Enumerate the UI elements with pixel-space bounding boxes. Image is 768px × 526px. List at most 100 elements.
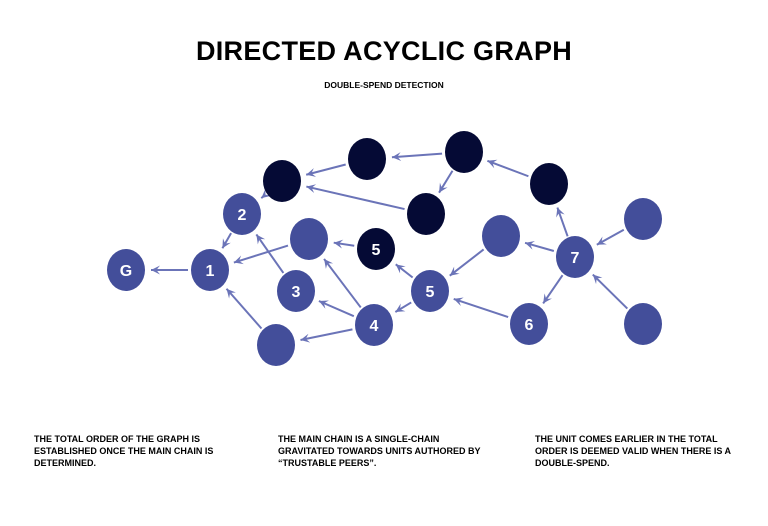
unit-node: 7 — [556, 236, 594, 278]
edge-line — [453, 297, 509, 318]
arrowhead-icon — [324, 258, 334, 269]
unit-node — [482, 215, 520, 257]
edge-arrow — [453, 297, 509, 318]
unit-node — [290, 218, 328, 260]
node-circle — [482, 215, 520, 257]
note-main-chain: THE MAIN CHAIN IS A SINGLE-CHAIN GRAVITA… — [278, 434, 481, 468]
edge-arrow — [151, 265, 188, 275]
edge-arrow — [300, 328, 353, 343]
unit-node: 4 — [355, 304, 393, 346]
double-spend-node — [445, 131, 483, 173]
node-circle — [223, 193, 261, 235]
arrowhead-icon — [449, 266, 460, 276]
double-spend-node — [407, 193, 445, 235]
node-label: 7 — [571, 250, 580, 267]
arrowhead-icon — [453, 297, 464, 307]
node-circle — [263, 160, 301, 202]
double-spend-node — [263, 160, 301, 202]
node-circle — [624, 198, 662, 240]
edge-line — [300, 328, 353, 341]
node-label: 2 — [238, 207, 247, 224]
node-label: 4 — [370, 318, 379, 335]
edge-line — [487, 159, 529, 178]
edge-line — [306, 185, 405, 211]
node-circle — [191, 249, 229, 291]
edge-arrow — [233, 244, 289, 265]
edge-arrow — [592, 273, 629, 310]
node-circle — [355, 304, 393, 346]
arrowhead-icon — [487, 159, 498, 169]
node-circle — [107, 249, 145, 291]
arrowhead-icon — [592, 274, 603, 285]
node-label: 5 — [426, 284, 435, 301]
edge-arrow — [225, 288, 263, 330]
edge-arrow — [524, 240, 555, 252]
unit-node — [257, 324, 295, 366]
node-label: 1 — [206, 263, 215, 280]
edge-arrow — [394, 301, 412, 313]
arrowhead-icon — [439, 182, 448, 193]
edge-arrow — [255, 233, 285, 274]
node-circle — [445, 131, 483, 173]
edge-arrow — [487, 159, 529, 178]
arrowhead-icon — [256, 234, 266, 245]
node-circle — [357, 228, 395, 270]
double-spend-node: 5 — [357, 228, 395, 270]
edge-line — [233, 244, 289, 264]
edge-arrow — [323, 258, 362, 309]
node-circle — [290, 218, 328, 260]
arrowhead-icon — [596, 236, 607, 245]
arrowhead-icon — [395, 264, 406, 274]
edge-line — [305, 163, 346, 176]
page-subtitle: DOUBLE-SPEND DETECTION — [324, 80, 444, 90]
arrowhead-icon — [333, 239, 344, 249]
edge-line — [449, 248, 485, 277]
arrowhead-icon — [318, 300, 329, 309]
edge-arrow — [596, 228, 625, 246]
node-circle — [556, 236, 594, 278]
edge-line — [542, 274, 564, 304]
arrowhead-icon — [222, 238, 231, 249]
edge-arrow — [318, 300, 355, 318]
page-title: DIRECTED ACYCLIC GRAPH — [195, 36, 573, 66]
node-circle — [510, 303, 548, 345]
edge-arrow — [305, 163, 346, 177]
edge-line — [323, 258, 362, 309]
unit-node — [624, 198, 662, 240]
note-total-order: THE TOTAL ORDER OF THE GRAPH IS ESTABLIS… — [34, 434, 214, 468]
node-label: G — [120, 263, 132, 280]
node-circle — [348, 138, 386, 180]
unit-node: 2 — [223, 193, 261, 235]
edge-arrow — [438, 170, 454, 194]
arrowhead-icon — [525, 240, 535, 250]
node-label: 6 — [525, 317, 534, 334]
unit-node: 6 — [510, 303, 548, 345]
node-circle — [411, 270, 449, 312]
double-spend-node — [530, 163, 568, 205]
node-circle — [530, 163, 568, 205]
edge-arrow — [391, 152, 443, 162]
edge-line — [225, 288, 263, 330]
arrowhead-icon — [395, 303, 406, 313]
edge-arrow — [556, 207, 569, 237]
arrowhead-icon — [306, 168, 317, 177]
arrowhead-icon — [300, 333, 311, 343]
edge-arrow — [333, 239, 355, 249]
edge-arrow — [221, 232, 232, 249]
edge-arrow — [395, 263, 414, 279]
arrowhead-icon — [233, 255, 244, 265]
arrowhead-icon — [543, 293, 552, 304]
note-double-spend: THE UNIT COMES EARLIER IN THE TOTAL ORDE… — [535, 434, 731, 468]
arrowhead-icon — [226, 288, 236, 299]
arrowhead-icon — [556, 207, 565, 218]
edge-line — [318, 300, 355, 318]
unit-node — [624, 303, 662, 345]
node-circle — [624, 303, 662, 345]
edge-arrow — [306, 184, 405, 211]
edge-line — [255, 233, 285, 274]
unit-node: G — [107, 249, 145, 291]
node-label: 3 — [292, 284, 301, 301]
edge-arrow — [542, 274, 564, 304]
unit-node: 5 — [411, 270, 449, 312]
